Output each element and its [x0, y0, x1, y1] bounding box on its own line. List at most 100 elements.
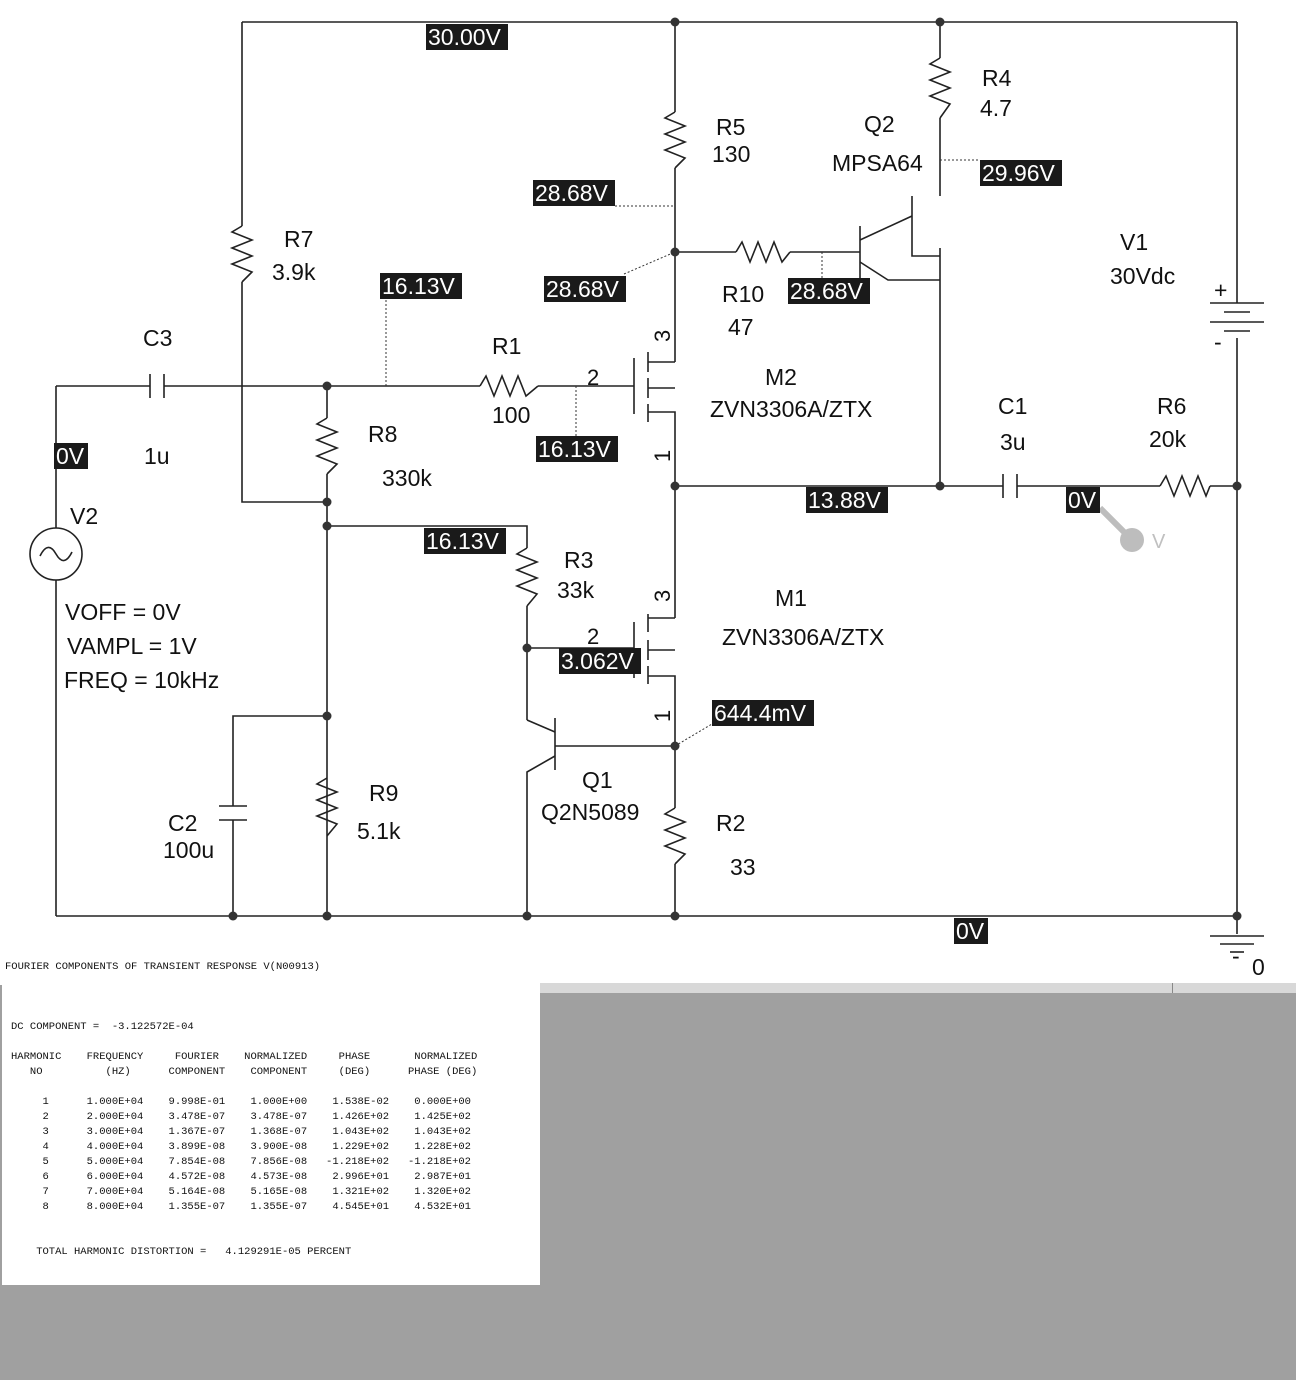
ground-label: 0	[1252, 954, 1265, 980]
m1-pin-1: 1	[650, 710, 675, 722]
q1-name: Q1	[582, 767, 613, 793]
badge-r5-bottom: 28.68V	[533, 180, 615, 206]
c3-name: C3	[143, 325, 172, 351]
r3-value: 33k	[557, 577, 595, 603]
dc-component: DC COMPONENT = -3.122572E-04	[11, 1021, 194, 1033]
r9-value: 5.1k	[357, 818, 401, 844]
splitter-bar[interactable]	[540, 983, 1296, 993]
q2-model: MPSA64	[832, 150, 923, 176]
table-header-1: HARMONIC FREQUENCY FOURIER NORMALIZED PH…	[11, 1051, 478, 1063]
r10-resistor	[735, 239, 791, 265]
table-row: 8 8.000E+04 1.355E-07 1.355E-07 4.545E+0…	[11, 1201, 471, 1213]
ground-symbol: -	[1210, 935, 1264, 969]
svg-text:0V: 0V	[956, 918, 985, 944]
r4-name: R4	[982, 65, 1012, 91]
table-row: 5 5.000E+04 7.854E-08 7.856E-08 -1.218E+…	[11, 1156, 471, 1168]
v1-value: 30Vdc	[1110, 263, 1175, 289]
svg-text:29.96V: 29.96V	[982, 160, 1056, 186]
v2-param-vampl: VAMPL = 1V	[67, 633, 197, 659]
table-row: 6 6.000E+04 4.572E-08 4.573E-08 2.996E+0…	[11, 1171, 471, 1183]
v2-ac-source	[29, 527, 83, 581]
q2-name: Q2	[864, 111, 895, 137]
v2-param-freq: FREQ = 10kHz	[64, 667, 219, 693]
m2-pin-2: 2	[587, 365, 599, 390]
table-row: 2 2.000E+04 3.478E-07 3.478E-07 1.426E+0…	[11, 1111, 471, 1123]
r10-name: R10	[722, 281, 764, 307]
r3-name: R3	[564, 547, 593, 573]
badge-supply-top: 30.00V	[426, 24, 508, 50]
badge-v2-out: 0V	[54, 443, 88, 469]
r6-name: R6	[1157, 393, 1186, 419]
r2-name: R2	[716, 810, 745, 836]
c1-value: 3u	[1000, 429, 1026, 455]
r6-value: 20k	[1149, 426, 1187, 452]
r8-value: 330k	[382, 465, 432, 491]
voltage-probe[interactable]: V	[1097, 505, 1166, 553]
v2-name: V2	[70, 503, 98, 529]
m1-pin-2: 2	[587, 624, 599, 649]
badge-m2-gate: 16.13V	[536, 436, 618, 462]
r5-resistor	[662, 111, 688, 169]
badge-r3-top: 16.13V	[424, 528, 506, 554]
table-row: 3 3.000E+04 1.367E-07 1.368E-07 1.043E+0…	[11, 1126, 471, 1138]
c1-name: C1	[998, 393, 1027, 419]
splitter-tick	[1172, 983, 1173, 993]
svg-text:16.13V: 16.13V	[382, 273, 456, 299]
table-row: 1 1.000E+04 9.998E-01 1.000E+00 1.538E-0…	[11, 1096, 471, 1108]
svg-text:-: -	[1232, 943, 1240, 969]
badge-node-m2-drain: 28.68V	[544, 276, 626, 302]
table-row: 4 4.000E+04 3.899E-08 3.900E-08 1.229E+0…	[11, 1141, 471, 1153]
r7-value: 3.9k	[272, 259, 316, 285]
table-row: 7 7.000E+04 5.164E-08 5.165E-08 1.321E+0…	[11, 1186, 471, 1198]
component-labels: R7 3.9k R5 130 R4 4.7 Q2 MPSA64 R10 47 V…	[64, 65, 1265, 980]
r10-value: 47	[728, 314, 754, 340]
capacitors	[149, 374, 1018, 821]
r7-resistor	[229, 225, 255, 283]
svg-text:28.68V: 28.68V	[790, 278, 864, 304]
m1-pin-3: 3	[650, 590, 675, 602]
m2-pin-1: 1	[650, 450, 675, 462]
badge-q2-base: 28.68V	[788, 278, 870, 304]
fourier-output-panel: FOURIER COMPONENTS OF TRANSIENT RESPONSE…	[2, 955, 540, 1285]
r4-value: 4.7	[980, 95, 1012, 121]
table-header-2: NO (HZ) COMPONENT COMPONENT (DEG) PHASE …	[11, 1066, 478, 1078]
c2-value: 100u	[163, 837, 214, 863]
junctions	[228, 17, 1242, 921]
total-harmonic-distortion: TOTAL HARMONIC DISTORTION = 4.129291E-05…	[11, 1246, 352, 1258]
svg-text:28.68V: 28.68V	[546, 276, 620, 302]
m2-name: M2	[765, 364, 797, 390]
r5-name: R5	[716, 114, 745, 140]
r1-resistor	[479, 373, 539, 399]
m2-model: ZVN3306A/ZTX	[710, 396, 872, 422]
v1-battery: + -	[1210, 277, 1264, 355]
v2-param-voff: VOFF = 0V	[65, 599, 181, 625]
r5-value: 130	[712, 141, 750, 167]
m2-pin-3: 3	[650, 330, 675, 342]
r6-resistor	[1159, 473, 1211, 499]
r3-resistor	[514, 547, 540, 607]
r8-resistor	[314, 417, 340, 475]
svg-text:0V: 0V	[1068, 487, 1097, 513]
pin-numbers: 3 2 1 3 2 1	[587, 330, 675, 722]
svg-text:644.4mV: 644.4mV	[714, 700, 807, 726]
badge-ground-rail: 0V	[954, 918, 988, 944]
svg-text:30.00V: 30.00V	[428, 24, 502, 50]
svg-text:28.68V: 28.68V	[535, 180, 609, 206]
r4-resistor	[927, 57, 953, 119]
r1-value: 100	[492, 402, 530, 428]
badge-r8-top: 16.13V	[380, 273, 462, 299]
badge-m1-gate: 3.062V	[559, 648, 641, 674]
m1-name: M1	[775, 585, 807, 611]
badge-output-probe: 0V	[1066, 487, 1100, 513]
q1-model: Q2N5089	[541, 799, 639, 825]
svg-text:16.13V: 16.13V	[426, 528, 500, 554]
c2-name: C2	[168, 810, 197, 836]
svg-text:0V: 0V	[56, 443, 85, 469]
output-title: FOURIER COMPONENTS OF TRANSIENT RESPONSE…	[5, 961, 321, 973]
resistors	[229, 57, 1211, 865]
svg-text:3.062V: 3.062V	[561, 648, 635, 674]
v1-name: V1	[1120, 229, 1148, 255]
wires	[55, 21, 1238, 934]
badge-m1-source: 644.4mV	[712, 700, 814, 726]
c3-value: 1u	[144, 443, 170, 469]
